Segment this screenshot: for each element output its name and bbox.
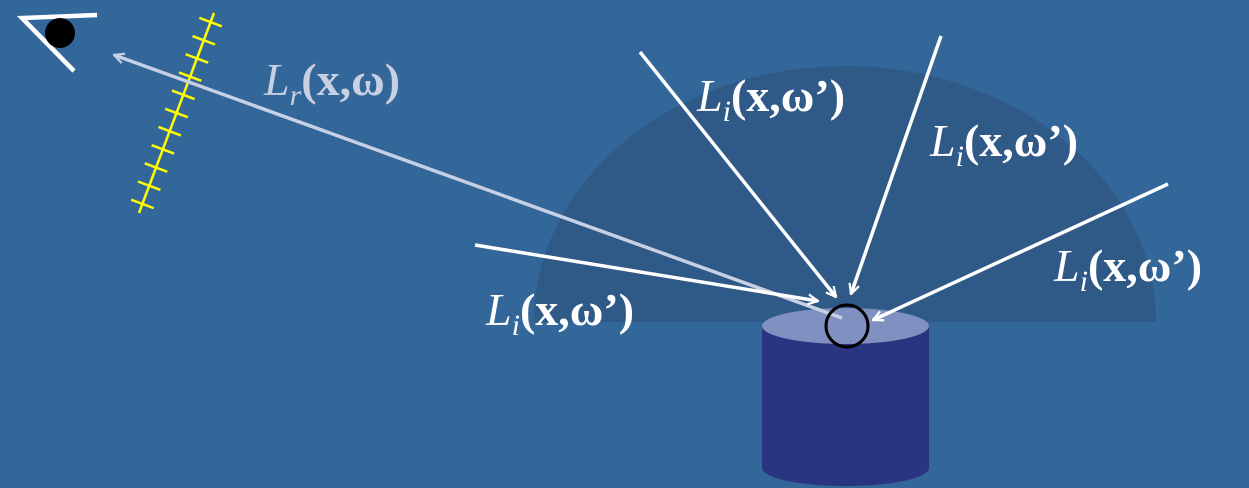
incoming-ray-upper-left [638, 50, 836, 297]
incoming-radiance-label: Li(x,ω’) [930, 115, 1079, 173]
incoming-radiance-label: Li(x,ω’) [1054, 240, 1203, 298]
image-plane-tick [192, 34, 216, 46]
incoming-ray-left [474, 243, 818, 301]
shading-point [824, 303, 870, 349]
image-plane-tick [158, 125, 182, 137]
image-plane-tick [171, 89, 195, 101]
incoming-ray-top [851, 35, 943, 294]
image-plane-tick [130, 198, 155, 210]
incoming-radiance-label: Li(x,ω’) [486, 284, 635, 342]
eye-icon [16, 12, 98, 73]
incoming-ray-right [873, 182, 1169, 322]
image-plane-tick [198, 16, 223, 28]
image-plane-tick [178, 71, 202, 83]
cylinder-top [762, 308, 929, 344]
outgoing-ray [114, 55, 843, 320]
image-plane [130, 12, 223, 214]
image-plane-tick [164, 107, 189, 119]
image-plane-tick [137, 180, 161, 192]
image-plane-tick [185, 53, 209, 64]
image-plane-tick [144, 162, 168, 173]
cylinder-body [762, 326, 929, 468]
image-plane-tick [151, 143, 175, 155]
hemisphere [534, 66, 1156, 322]
cylinder-bottom [762, 450, 929, 486]
outgoing-radiance-label: Lr(x,ω) [264, 54, 401, 112]
incoming-radiance-label: Li(x,ω’) [697, 70, 846, 128]
